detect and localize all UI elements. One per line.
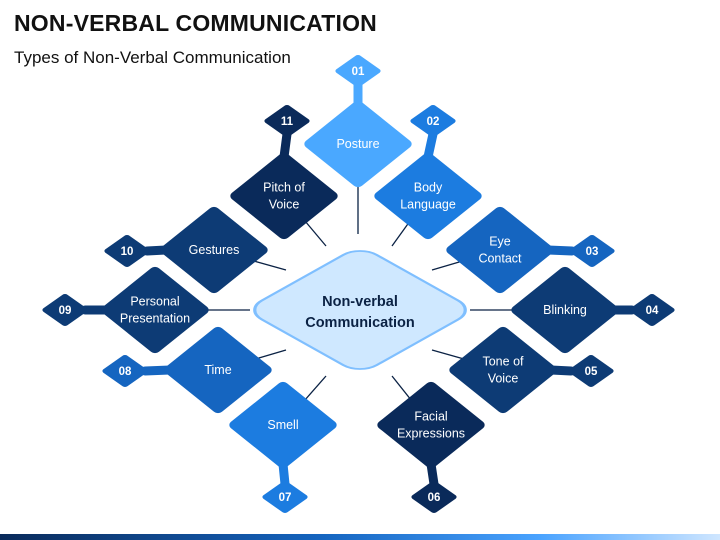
item-tab-03	[569, 235, 615, 267]
item-label-08-line1: Time	[204, 363, 231, 377]
item-tab-04	[629, 294, 675, 326]
item-diamond-07	[229, 381, 337, 469]
item-label-05-line2: Voice	[488, 372, 519, 386]
item-number-09: 09	[59, 305, 72, 317]
center-diamond	[253, 250, 467, 370]
item-diamond-01	[304, 100, 412, 188]
center-label-line1: Non-verbal	[322, 294, 398, 310]
item-07: 07 Smell	[229, 381, 337, 513]
item-tab-06	[411, 481, 457, 513]
item-tab-05	[568, 355, 614, 387]
item-05: 05 Tone of Voice	[449, 326, 614, 414]
page-subtitle: Types of Non-Verbal Communication	[14, 48, 291, 67]
item-number-10: 10	[121, 246, 134, 258]
item-label-07-line1: Smell	[267, 418, 298, 432]
item-label-02-line1: Body	[414, 181, 443, 195]
page-title: NON-VERBAL COMMUNICATION	[14, 10, 377, 36]
item-tab-11	[264, 105, 310, 137]
item-tab-07	[262, 481, 308, 513]
item-diamond-04	[511, 266, 619, 354]
item-number-08: 08	[119, 366, 132, 378]
item-diamond-06	[377, 381, 485, 469]
item-diamond-09	[101, 266, 209, 354]
item-label-10-line1: Gestures	[189, 243, 240, 257]
item-number-06: 06	[428, 492, 441, 504]
center-label-line2: Communication	[305, 315, 415, 331]
item-label-03-line1: Eye	[489, 235, 511, 249]
item-label-06-line1: Facial	[414, 410, 447, 424]
item-label-11-line1: Pitch of	[263, 181, 305, 195]
bottom-accent-bar	[0, 534, 720, 540]
item-number-11: 11	[281, 116, 294, 128]
item-diamond-02	[374, 152, 482, 240]
item-number-07: 07	[279, 492, 292, 504]
item-tab-08	[102, 355, 148, 387]
item-label-06-line2: Expressions	[397, 427, 465, 441]
item-label-05-line1: Tone of	[482, 355, 524, 369]
item-diamond-11	[230, 152, 338, 240]
diagram-items: 01Posture02BodyLanguage03EyeContact04Bli…	[42, 55, 675, 513]
item-label-02-line2: Language	[400, 198, 456, 212]
item-number-01: 01	[352, 66, 365, 78]
item-04: 04 Blinking	[511, 266, 675, 354]
item-number-03: 03	[586, 246, 599, 258]
item-number-02: 02	[427, 116, 440, 128]
item-label-01-line1: Posture	[336, 137, 379, 151]
item-label-09-line2: Presentation	[120, 312, 190, 326]
center-node: Non-verbal Communication	[253, 250, 467, 370]
item-label-09-line1: Personal	[130, 295, 179, 309]
item-diamond-05	[449, 326, 557, 414]
item-08: 08 Time	[102, 326, 272, 414]
item-10: 10 Gestures	[104, 206, 268, 294]
item-tab-09	[42, 294, 88, 326]
item-diamond-08	[164, 326, 272, 414]
item-label-04-line1: Blinking	[543, 303, 587, 317]
item-diamond-03	[446, 206, 554, 294]
item-number-04: 04	[646, 305, 659, 317]
item-diamond-10	[160, 206, 268, 294]
item-tab-10	[104, 235, 150, 267]
item-tab-01	[335, 55, 381, 87]
item-number-05: 05	[585, 366, 598, 378]
item-tab-02	[410, 105, 456, 137]
item-label-11-line2: Voice	[269, 198, 300, 212]
item-label-03-line2: Contact	[478, 252, 522, 266]
